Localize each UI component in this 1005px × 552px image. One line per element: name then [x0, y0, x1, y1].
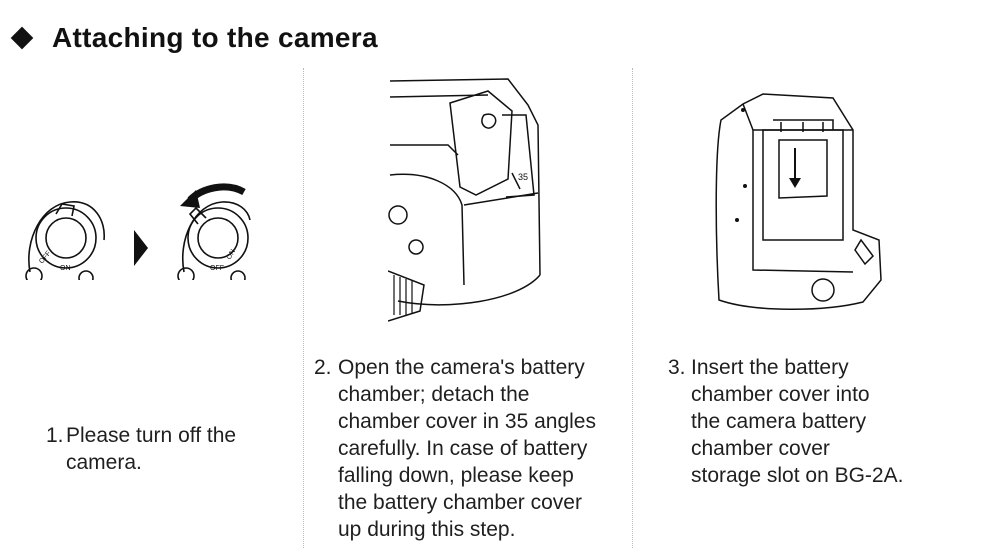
- step-line: falling down, please keep: [338, 464, 574, 487]
- svg-text:ON: ON: [60, 265, 71, 272]
- column-divider: [632, 68, 633, 548]
- step-2-text: 2. Open the camera's battery chamber; de…: [314, 354, 596, 543]
- step-number: 1.: [46, 424, 64, 447]
- arrow-right-icon: [134, 230, 148, 266]
- step-line: Insert the battery: [691, 356, 849, 379]
- step-number: 3.: [668, 356, 686, 379]
- step-line: Please turn off the: [66, 424, 237, 447]
- step-line: chamber cover into: [691, 383, 870, 406]
- battery-chamber-illustration: 35: [388, 78, 541, 322]
- column-divider: [303, 68, 304, 548]
- svg-text:ON: ON: [226, 248, 237, 261]
- step-line: storage slot on BG-2A.: [691, 464, 904, 487]
- step-line: Open the camera's battery: [338, 356, 585, 379]
- step-line: camera.: [66, 451, 142, 474]
- insert-arrow-icon: [789, 178, 801, 188]
- step-line: the battery chamber cover: [338, 491, 582, 514]
- rotate-arrow-icon: [180, 190, 200, 208]
- step-line: chamber cover in 35 angles: [338, 410, 596, 433]
- battery-grip-illustration: [715, 93, 882, 311]
- step-number: 2.: [314, 356, 332, 379]
- svg-text:OFF: OFF: [210, 265, 224, 272]
- step-line: chamber cover: [691, 437, 830, 460]
- step-3-text: 3. Insert the battery chamber cover into…: [668, 354, 903, 489]
- section-header: Attaching to the camera: [10, 22, 378, 54]
- power-switch-illustration: OFF ON OFF ON: [25, 183, 251, 280]
- step-line: chamber; detach the: [338, 383, 530, 406]
- step-line: the camera battery: [691, 410, 867, 433]
- page-title: Attaching to the camera: [52, 22, 378, 53]
- step-1-text: 1. Please turn off the camera.: [46, 422, 236, 476]
- svg-text:35: 35: [518, 172, 528, 182]
- diamond-bullet-icon: [10, 26, 34, 50]
- step-line: carefully. In case of battery: [338, 437, 588, 460]
- step-line: up during this step.: [338, 518, 516, 541]
